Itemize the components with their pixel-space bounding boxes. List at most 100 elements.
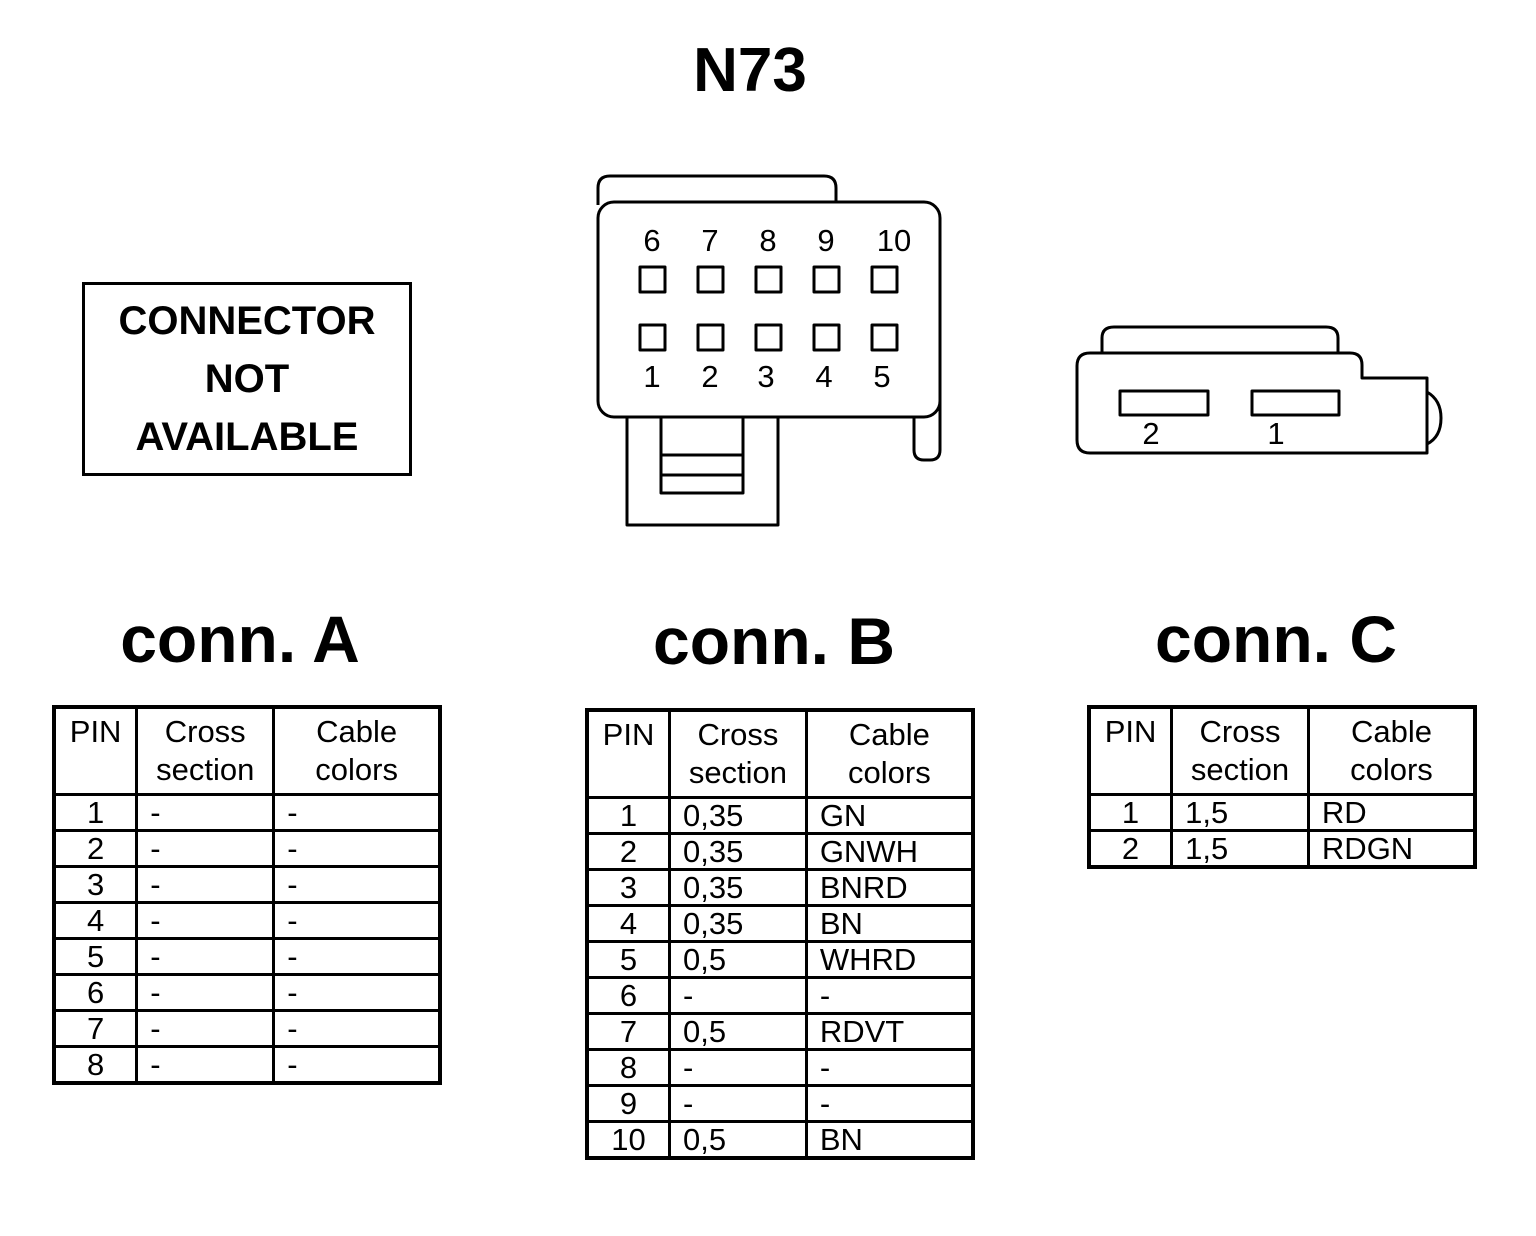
table-row: 8-- <box>52 1045 442 1085</box>
conn-b-label: conn. B <box>653 604 895 678</box>
cable-color-cell: RD <box>1306 793 1477 832</box>
cross-section-cell: 0,35 <box>668 796 808 835</box>
cross-section-cell: - <box>135 1045 276 1085</box>
cable-color-cell: - <box>804 1048 975 1087</box>
connector-b-drawing <box>596 174 942 527</box>
pin-cell: 8 <box>52 1045 139 1085</box>
pin-cell: 4 <box>52 901 139 940</box>
connector-b-bottom-pin-numbers: 1 2 3 4 5 <box>643 359 890 394</box>
pin-number: 5 <box>873 359 890 394</box>
connector-c-top-tab <box>1100 325 1340 355</box>
connector-c-slot-2 <box>1118 389 1210 417</box>
pin-number: 10 <box>877 223 911 258</box>
cable-color-cell: - <box>272 865 442 904</box>
connector-not-available-box: CONNECTOR NOT AVAILABLE <box>82 282 412 476</box>
pin-cell: 7 <box>585 1012 672 1051</box>
pin-cell: 1 <box>1087 793 1174 832</box>
table-row: 8-- <box>585 1048 975 1087</box>
table-row: 3-- <box>52 865 442 904</box>
connector-b-latch <box>912 398 942 462</box>
connector-b-top-pin-numbers: 6 7 8 9 10 <box>643 223 911 258</box>
pin-cell: 6 <box>585 976 672 1015</box>
cable-color-cell: - <box>804 976 975 1015</box>
pin-number: 9 <box>817 223 834 258</box>
pin-cell: 10 <box>585 1120 672 1160</box>
not-available-line-1: CONNECTOR <box>118 299 376 343</box>
pin-cell: 5 <box>585 940 672 979</box>
cable-color-cell: BN <box>804 1120 975 1160</box>
pin-cell: 4 <box>585 904 672 943</box>
conn-c-label: conn. C <box>1155 602 1397 676</box>
cross-section-cell: 0,5 <box>668 1012 808 1051</box>
pin-cell: 2 <box>585 832 672 871</box>
not-available-line-2: NOT <box>204 357 290 401</box>
connector-b-cable-housing <box>625 415 780 527</box>
not-available-line-3: AVAILABLE <box>135 415 359 459</box>
connector-b-rear-tab <box>596 174 838 205</box>
header-pin: PIN <box>585 708 672 799</box>
table-row: 6-- <box>52 973 442 1012</box>
cable-color-cell: RDGN <box>1306 829 1477 869</box>
cross-section-cell: - <box>668 1048 808 1087</box>
pin-number: 4 <box>815 359 832 394</box>
pin-number: 1 <box>1267 416 1284 451</box>
cable-color-cell: - <box>272 793 442 832</box>
cable-color-cell: - <box>804 1084 975 1123</box>
connector-b-bottom-slots <box>638 323 899 352</box>
header-pin: PIN <box>52 705 139 796</box>
cross-section-cell: 0,5 <box>668 1120 808 1160</box>
pin-cell: 3 <box>52 865 139 904</box>
pin-cell: 8 <box>585 1048 672 1087</box>
cable-color-cell: - <box>272 829 442 868</box>
cross-section-cell: - <box>135 829 276 868</box>
connector-c-drawing <box>1075 325 1443 455</box>
pin-cell: 6 <box>52 973 139 1012</box>
page-title: N73 <box>693 36 807 105</box>
table-row: 1-- <box>52 793 442 832</box>
table-row: 6-- <box>585 976 975 1015</box>
connector-c-latch <box>1426 390 1443 446</box>
cable-color-cell: WHRD <box>804 940 975 979</box>
cross-section-cell: - <box>135 1009 276 1048</box>
cross-section-cell: - <box>135 865 276 904</box>
header-pin: PIN <box>1087 705 1174 796</box>
pin-number: 1 <box>643 359 660 394</box>
connector-c-pin-numbers: 2 1 <box>1142 416 1284 451</box>
conn-a-label: conn. A <box>120 602 360 676</box>
cable-color-cell: BNRD <box>804 868 975 907</box>
cross-section-cell: 0,5 <box>668 940 808 979</box>
cross-section-cell: - <box>135 973 276 1012</box>
connector-c-slot-1 <box>1250 389 1341 417</box>
cross-section-cell: - <box>135 937 276 976</box>
pin-cell: 2 <box>52 829 139 868</box>
pin-cell: 2 <box>1087 829 1174 869</box>
pin-cell: 9 <box>585 1084 672 1123</box>
cable-color-cell: GN <box>804 796 975 835</box>
table-row: 7-- <box>52 1009 442 1048</box>
pin-cell: 1 <box>585 796 672 835</box>
pin-number: 2 <box>701 359 718 394</box>
cable-color-cell: - <box>272 901 442 940</box>
cross-section-cell: 0,35 <box>668 868 808 907</box>
cross-section-cell: 0,35 <box>668 904 808 943</box>
pin-cell: 1 <box>52 793 139 832</box>
cross-section-cell: - <box>668 1084 808 1123</box>
cable-color-cell: RDVT <box>804 1012 975 1051</box>
cross-section-cell: 1,5 <box>1170 829 1310 869</box>
cable-color-cell: - <box>272 1009 442 1048</box>
